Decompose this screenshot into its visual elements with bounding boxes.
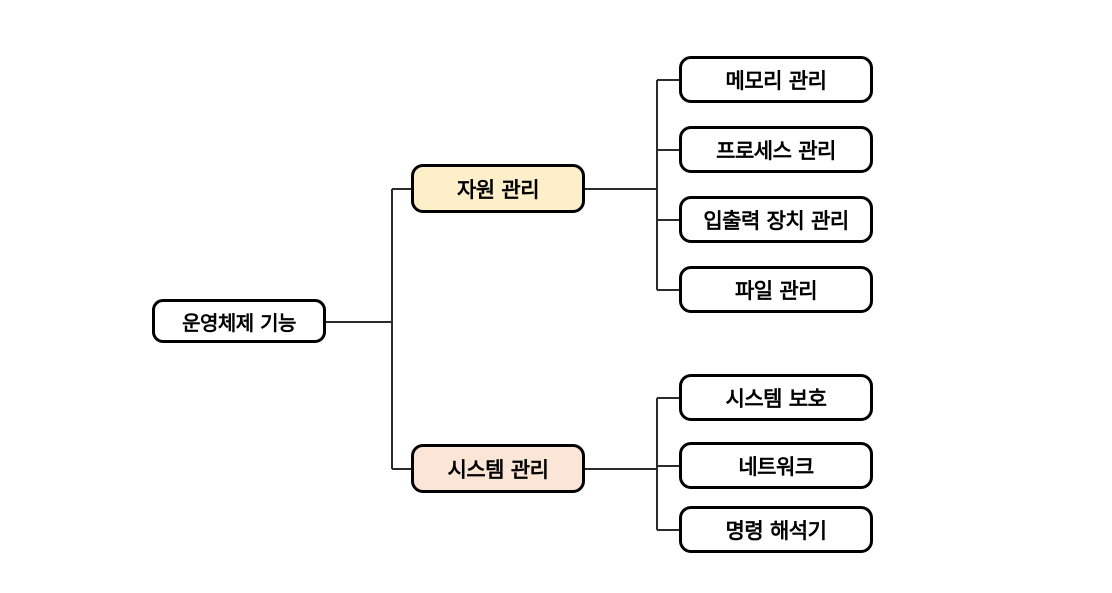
node-leaf-process-management[interactable]: 프로세스 관리: [679, 126, 873, 173]
node-leaf-system-protection[interactable]: 시스템 보호: [679, 374, 873, 421]
node-leaf-io-device-management[interactable]: 입출력 장치 관리: [679, 196, 873, 243]
node-branch-resource-management[interactable]: 자원 관리: [411, 164, 585, 213]
node-leaf-network[interactable]: 네트워크: [679, 442, 873, 489]
node-leaf-memory-management[interactable]: 메모리 관리: [679, 56, 873, 103]
node-root-os-functions[interactable]: 운영체제 기능: [152, 299, 326, 343]
node-leaf-command-interpreter[interactable]: 명령 해석기: [679, 506, 873, 553]
node-branch-system-management[interactable]: 시스템 관리: [411, 444, 585, 493]
node-leaf-file-management[interactable]: 파일 관리: [679, 266, 873, 313]
